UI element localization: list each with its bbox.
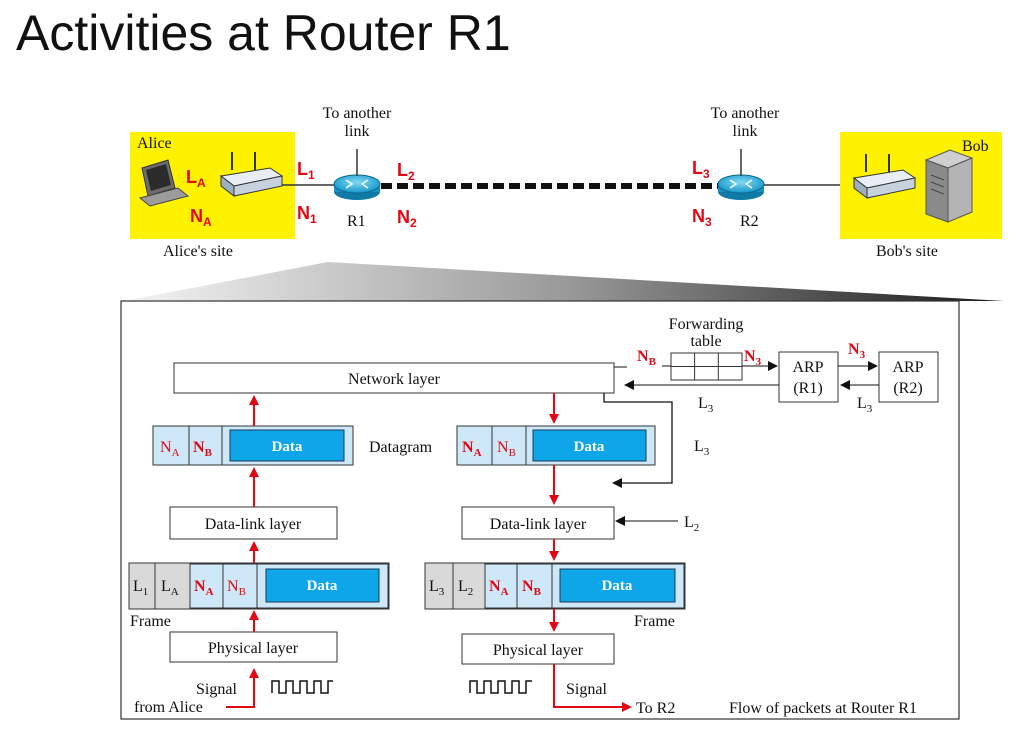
left-physical-box: [169, 631, 338, 663]
lf-data: Data: [307, 578, 338, 594]
rf-na: NA: [489, 578, 509, 598]
fwd-nb: NB: [637, 348, 657, 368]
r2-to-another: To another: [711, 105, 780, 122]
zoom-wedge: [124, 262, 1004, 301]
alice-switch-icon: [219, 152, 284, 198]
right-frame: [424, 562, 686, 610]
addr-l3: L3: [692, 158, 710, 181]
addr-l1: L1: [297, 159, 315, 182]
r2-link-word: link: [733, 123, 758, 140]
right-datalink-box: [461, 506, 615, 540]
l3-path-line: [603, 393, 673, 488]
right-flow-arrows: [549, 393, 632, 712]
table-label: table: [690, 333, 721, 350]
right-signal-label: Signal: [566, 681, 607, 698]
r1-to-another: To another: [323, 105, 392, 122]
addr-n3: N3: [692, 206, 712, 229]
rf-data: Data: [602, 578, 633, 594]
rf-l2: L2: [458, 578, 473, 598]
rf-l3: L3: [429, 578, 445, 598]
left-frame-label: Frame: [130, 613, 171, 630]
addr-la: LA: [186, 167, 206, 190]
left-datagram: [152, 425, 354, 466]
arp-r1-box: [778, 351, 839, 403]
arp-l3: L3: [857, 395, 873, 415]
fwd-n3: N3: [744, 348, 762, 368]
left-signal-label: Signal: [196, 681, 237, 698]
r1-label: R1: [347, 213, 366, 230]
r2-label: R2: [740, 213, 759, 230]
addr-na: NA: [190, 206, 212, 229]
arp-r1-title: ARP: [792, 359, 823, 376]
left-frame: [128, 562, 390, 610]
forwarding-label: Forwarding: [669, 316, 744, 333]
bob-site-label: Bob's site: [876, 243, 938, 260]
left-signal-wave-icon: [271, 680, 333, 694]
right-physical-box: [461, 633, 615, 665]
lf-na: NA: [194, 578, 214, 598]
left-physical-label: Physical layer: [208, 640, 299, 657]
network-layer-label: Network layer: [348, 371, 441, 388]
alice-label: Alice: [137, 135, 172, 152]
r1-link-word: link: [345, 123, 370, 140]
router-r2-icon: [717, 174, 765, 200]
rf-nb: NB: [522, 578, 542, 598]
addr-n1: N1: [297, 203, 317, 226]
alice-site-label: Alice's site: [163, 243, 233, 260]
bob-switch-icon: [852, 154, 917, 200]
router-r1-icon: [333, 174, 381, 200]
arp-r2-title: ARP: [892, 359, 923, 376]
arp-r2-sub: (R2): [893, 380, 922, 397]
right-datalink-label: Data-link layer: [490, 516, 587, 533]
caption-label: Flow of packets at Router R1: [729, 700, 917, 717]
l3-side: L3: [694, 438, 710, 458]
ldg-na: NA: [160, 439, 180, 459]
arp-r2-box: [878, 351, 939, 403]
l3-upper: L3: [698, 395, 714, 415]
right-datagram: [456, 425, 656, 466]
ldg-nb: NB: [193, 439, 213, 459]
lf-nb: NB: [227, 578, 246, 598]
server-icon: [924, 149, 974, 223]
ldg-data: Data: [272, 439, 303, 455]
right-physical-label: Physical layer: [493, 642, 584, 659]
addr-l2: L2: [397, 160, 415, 183]
bob-label: Bob: [962, 138, 989, 155]
rdg-nb: NB: [497, 439, 516, 459]
rdg-na: NA: [462, 439, 482, 459]
slide-title: Activities at Router R1: [16, 5, 511, 61]
network-layer-box: [173, 362, 615, 394]
right-frame-label: Frame: [634, 613, 675, 630]
rdg-data: Data: [574, 439, 605, 455]
laptop-icon: [138, 159, 190, 207]
left-datalink-label: Data-link layer: [205, 516, 302, 533]
to-r2-label: To R2: [636, 700, 675, 717]
arp-r1-sub: (R1): [793, 380, 822, 397]
forwarding-table: [670, 352, 743, 381]
addr-n2: N2: [397, 207, 417, 230]
lf-l1: L1: [133, 578, 148, 598]
from-alice-label: from Alice: [134, 699, 203, 716]
datagram-label: Datagram: [369, 439, 433, 456]
l2-label: L2: [684, 514, 699, 534]
arp-n3: N3: [848, 341, 866, 361]
left-flow-arrows: [226, 395, 259, 708]
lf-la: LA: [161, 578, 179, 598]
right-signal-wave-icon: [469, 680, 532, 694]
